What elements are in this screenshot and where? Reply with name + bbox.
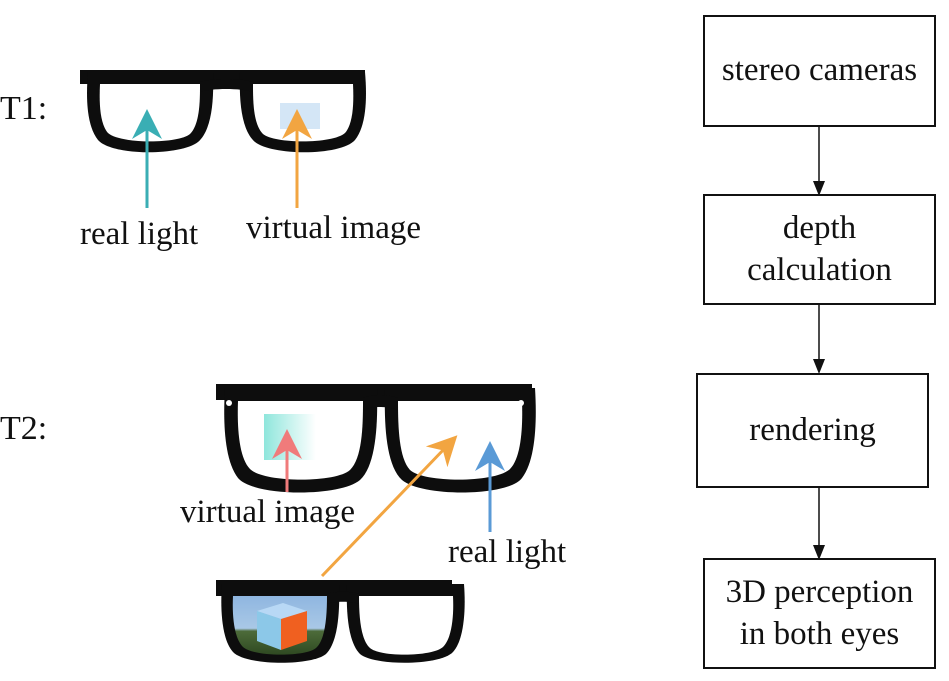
t2-virtual-image-label: virtual image — [180, 494, 356, 530]
t2-glasses — [216, 384, 536, 493]
rendered-cube-icon — [257, 603, 307, 650]
flow-step-depth-calculation: depth calculation — [703, 194, 936, 305]
flow-step-3d-perception: 3D perception in both eyes — [703, 558, 936, 669]
flow-step-3-line1: rendering — [749, 411, 876, 448]
t1-virtual-image-patch — [280, 103, 320, 129]
flow-step-4-line2: in both eyes — [739, 615, 900, 652]
t2-small-glasses — [216, 580, 465, 663]
flow-step-4-line1: 3D perception — [725, 574, 914, 611]
flow-step-2-line1: depth — [782, 210, 857, 247]
flow-step-1-line1: stereo cameras — [721, 52, 918, 89]
t2-cross-eye-arrow — [320, 435, 458, 578]
t1-real-light-label: real light — [80, 216, 199, 252]
t1-virtual-image-label: virtual image — [246, 210, 422, 246]
t1-glasses — [80, 70, 366, 153]
flow-step-rendering: rendering — [696, 373, 929, 488]
t1-label: T1: — [0, 90, 48, 127]
t2-real-light-label: real light — [448, 534, 567, 570]
t2-virtual-image-patch — [264, 414, 316, 460]
flow-step-2-line2: calculation — [747, 251, 892, 288]
t2-label: T2: — [0, 410, 48, 447]
flow-step-stereo-cameras: stereo cameras — [703, 15, 936, 127]
